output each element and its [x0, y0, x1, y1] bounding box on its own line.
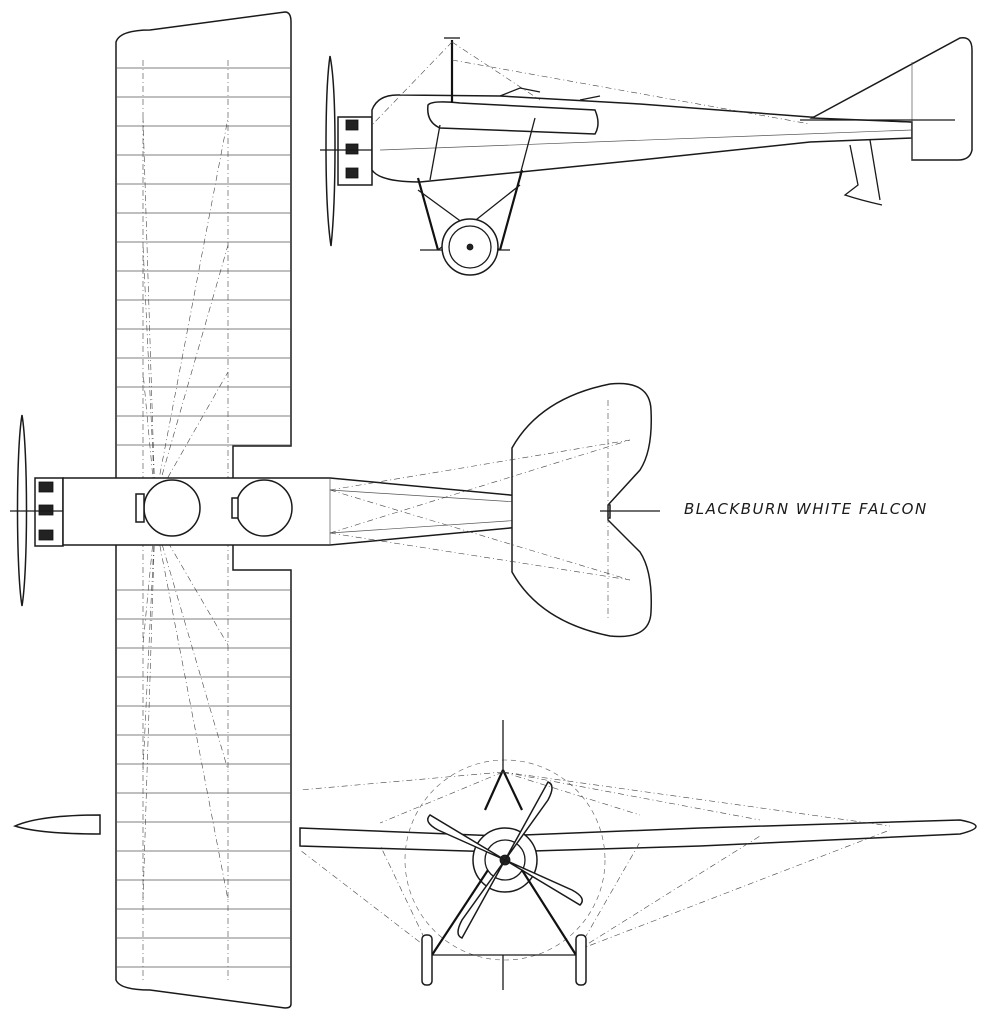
side-engine: [320, 116, 373, 186]
side-propeller: [325, 55, 336, 247]
plan-tailplane: [511, 382, 653, 638]
front-undercarriage: [421, 869, 587, 990]
side-wing-section: [427, 101, 599, 135]
front-cockpit: [143, 479, 201, 537]
plan-engine: [10, 477, 64, 547]
side-fin-rudder: [809, 37, 973, 161]
front-view: [12, 720, 977, 990]
rear-cockpit: [235, 479, 293, 537]
front-wheel-left: [421, 934, 433, 986]
front-propeller: [457, 781, 553, 939]
aircraft-caption: BLACKBURN WHITE FALCON: [684, 500, 928, 518]
front-cabane: [483, 720, 523, 811]
side-view: [320, 37, 973, 276]
plan-tail-bracing: [329, 439, 631, 581]
front-wires: [299, 771, 891, 951]
side-tail-skid: [843, 139, 883, 206]
plan-fuselage: [62, 477, 611, 546]
front-wheel-right: [575, 934, 587, 986]
plan-view: [10, 11, 660, 1009]
front-wing-left-tip: [12, 814, 101, 835]
plan-bracing: [142, 117, 229, 901]
side-cabane: [371, 37, 811, 126]
